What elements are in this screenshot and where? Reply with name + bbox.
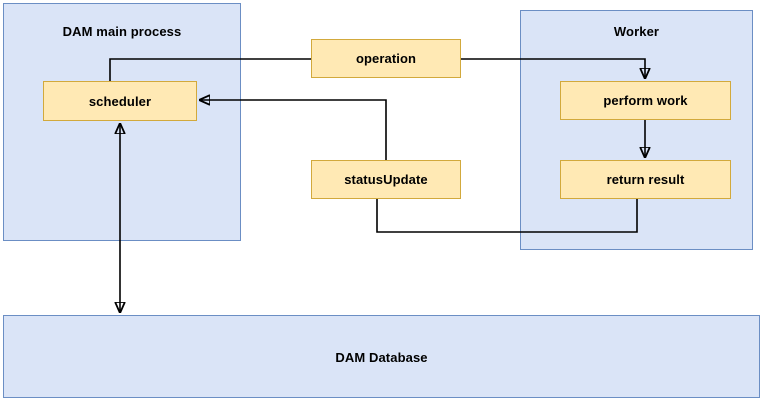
node-status-update-label: statusUpdate [344, 172, 428, 187]
node-operation[interactable]: operation [311, 39, 461, 78]
node-scheduler-label: scheduler [88, 93, 152, 109]
container-worker-label: Worker [613, 24, 660, 39]
container-dam-main-process[interactable]: DAM main process [3, 3, 241, 241]
node-scheduler[interactable]: scheduler [43, 81, 197, 121]
node-return-result-label: return result [606, 172, 685, 187]
container-dam-main-process-label: DAM main process [62, 24, 182, 39]
node-perform-work[interactable]: perform work [560, 81, 731, 120]
node-status-update[interactable]: statusUpdate [311, 160, 461, 199]
container-dam-database-label: DAM Database [335, 350, 428, 365]
container-worker[interactable]: Worker [520, 10, 753, 250]
node-operation-label: operation [355, 51, 417, 66]
node-return-result[interactable]: return result [560, 160, 731, 199]
node-perform-work-label: perform work [603, 93, 688, 108]
container-dam-database[interactable]: DAM Database [3, 315, 760, 398]
